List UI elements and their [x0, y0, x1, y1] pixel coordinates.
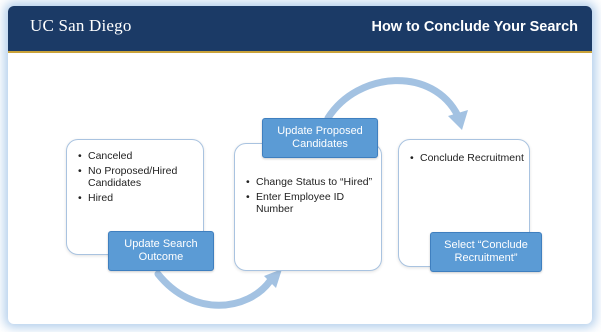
header-bar: UC San Diego How to Conclude Your Search [8, 6, 592, 51]
list-item: Conclude Recruitment [409, 152, 525, 165]
step-3-list: Conclude Recruitment [409, 152, 525, 167]
flow-arrows [154, 77, 468, 309]
list-item: Enter Employee ID Number [245, 191, 377, 216]
step-2-label: Update Proposed Candidates [262, 118, 378, 158]
ucsd-logo: UC San Diego [30, 16, 132, 35]
arrow-head-step2-to-step3 [448, 110, 468, 130]
list-item: Hired [77, 192, 199, 205]
arrow-head-step1-to-step2 [264, 269, 282, 288]
step-1-label: Update Search Outcome [108, 231, 214, 271]
arrow-step2-to-step3 [324, 77, 462, 122]
step-2-box: Change Status to “Hired” Enter Employee … [234, 143, 382, 271]
step-3-label: Select “Conclude Recruitment” [430, 232, 542, 272]
list-item: Canceled [77, 150, 199, 163]
step-2-list: Change Status to “Hired” Enter Employee … [245, 176, 377, 218]
list-item: Change Status to “Hired” [245, 176, 377, 189]
arrow-step1-to-step2 [154, 270, 274, 309]
header-divider [8, 51, 592, 53]
slide: UC San Diego How to Conclude Your Search… [8, 6, 592, 324]
step-1-list: Canceled No Proposed/Hired Candidates Hi… [77, 150, 199, 206]
list-item: No Proposed/Hired Candidates [77, 165, 199, 190]
slide-title: How to Conclude Your Search [371, 19, 578, 35]
